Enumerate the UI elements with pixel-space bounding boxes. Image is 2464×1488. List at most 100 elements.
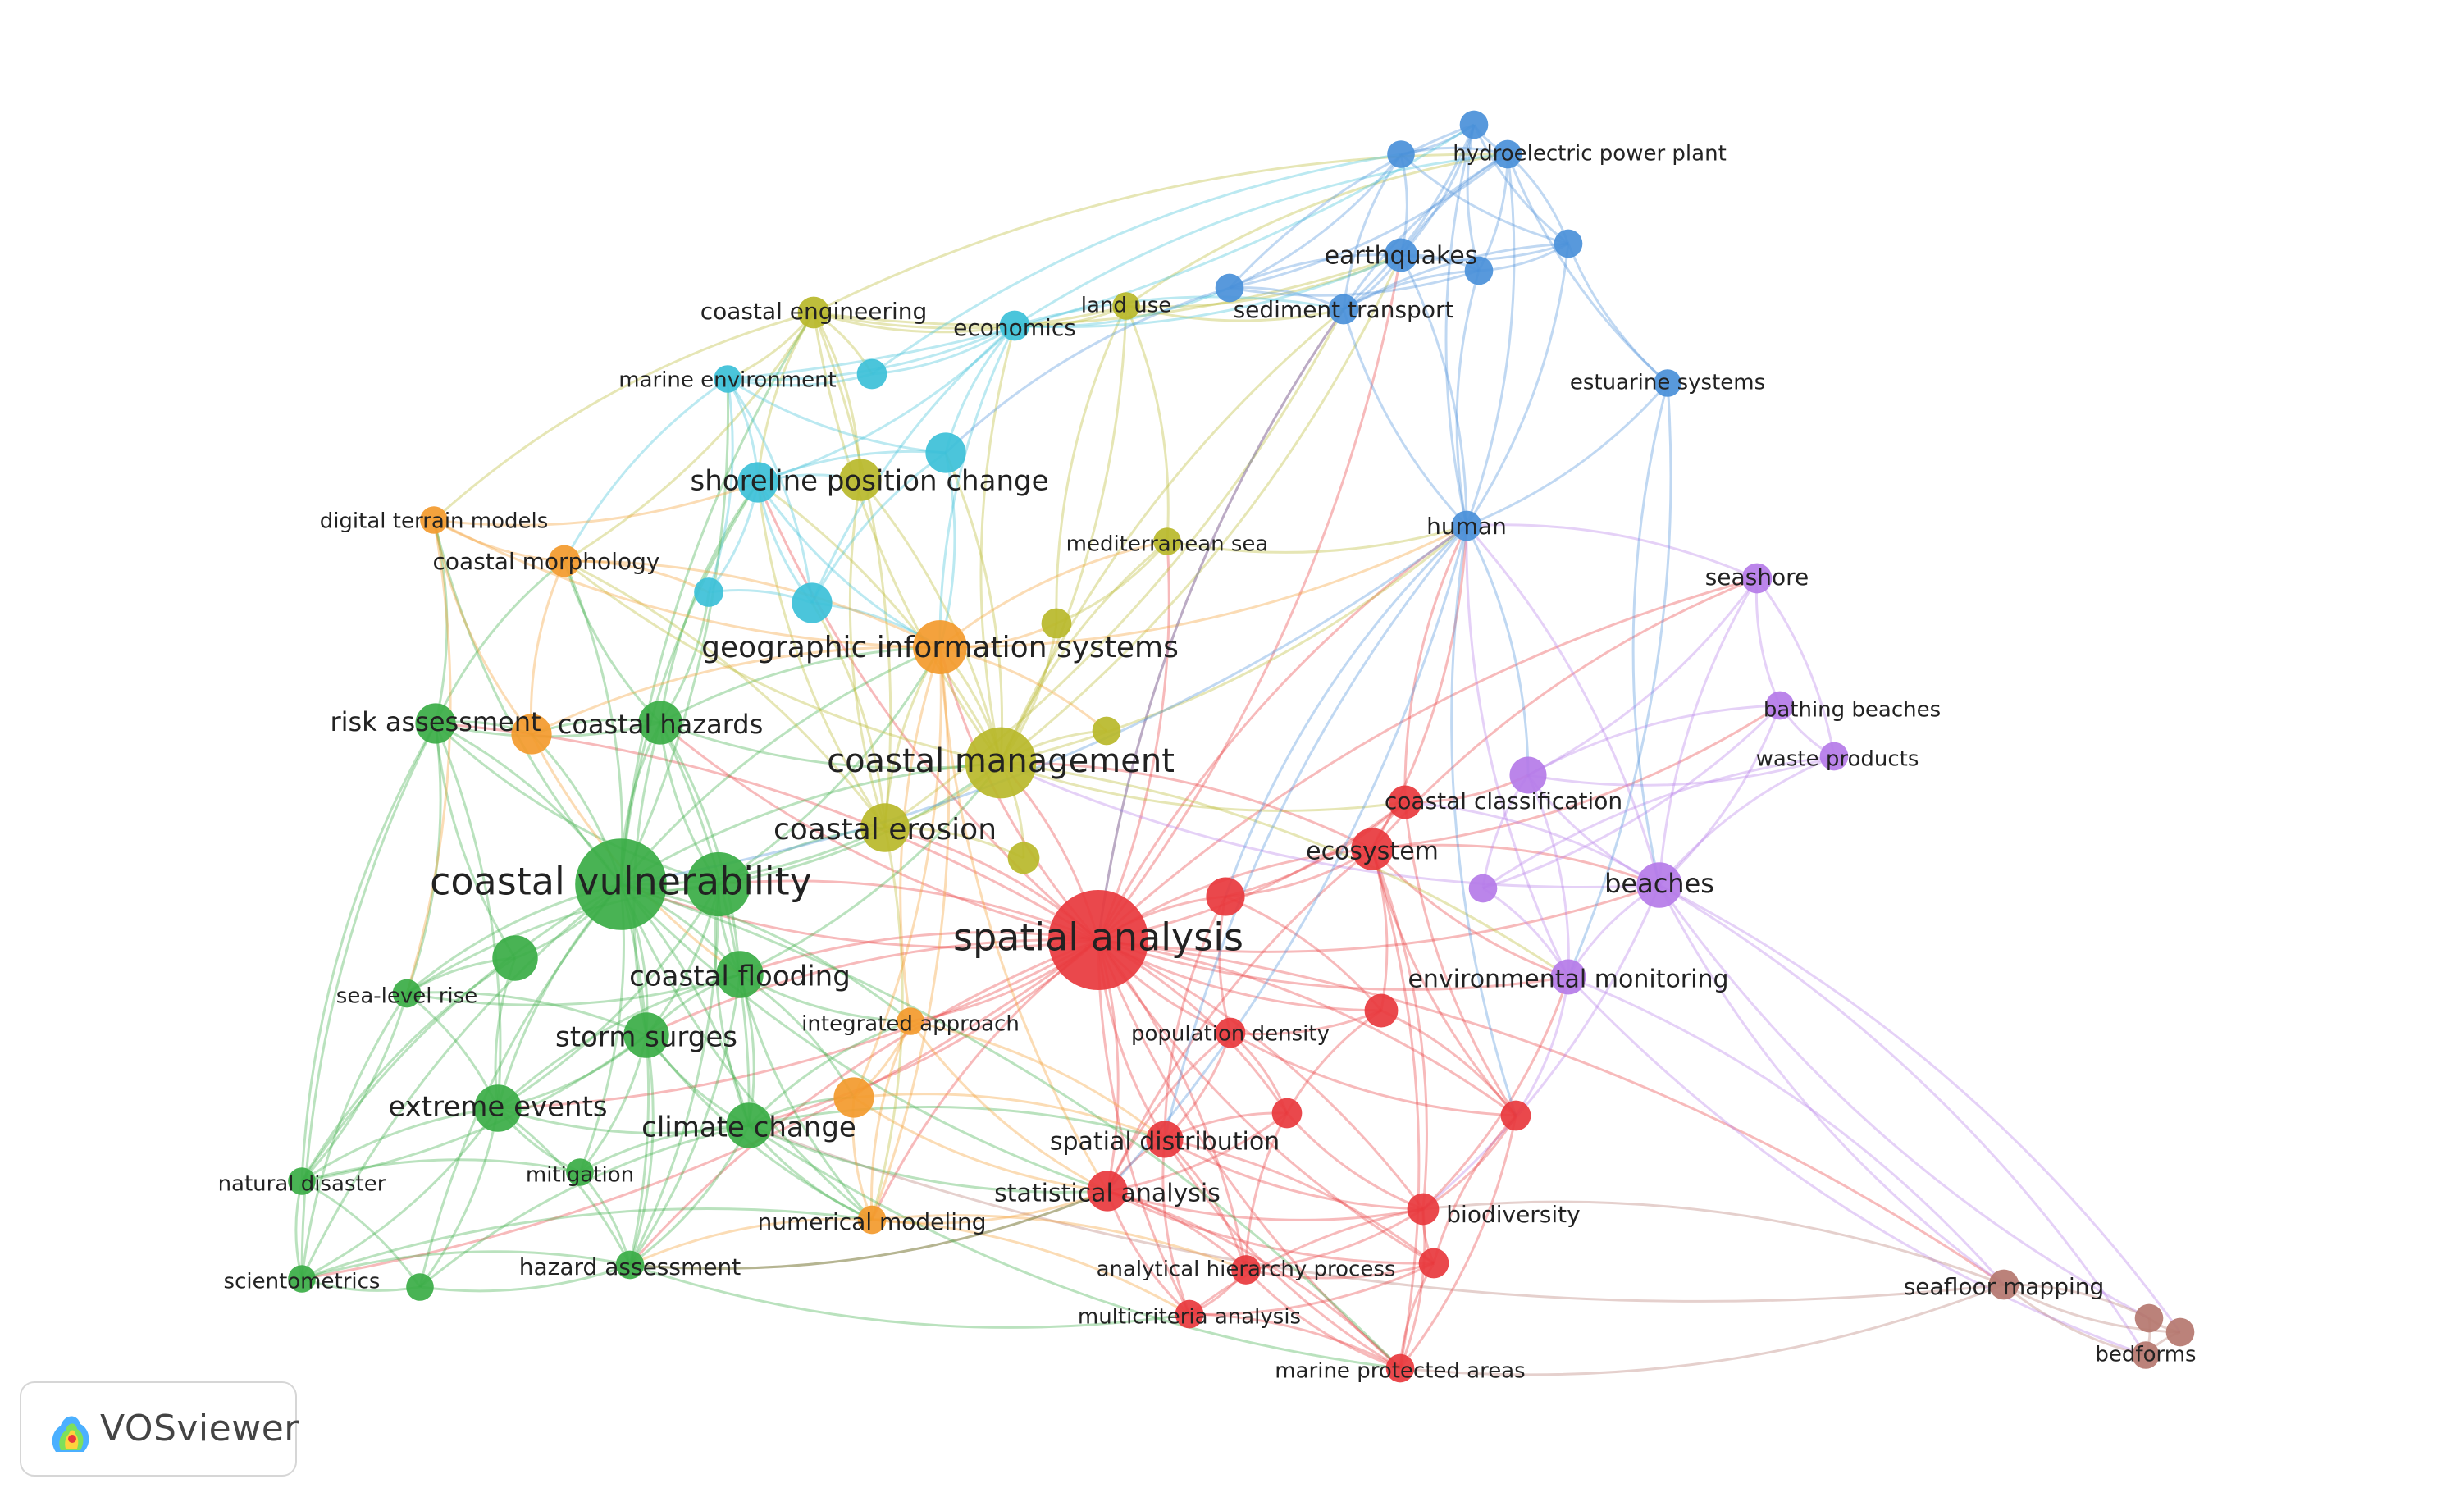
label-statistical-analysis[interactable]: statistical analysis bbox=[994, 1180, 1221, 1208]
node-estuarine-systems[interactable] bbox=[1654, 369, 1681, 397]
node-red-unl-5[interactable] bbox=[1500, 1100, 1531, 1131]
node-coastal-classification[interactable] bbox=[1388, 785, 1422, 819]
label-bedforms[interactable]: bedforms bbox=[2095, 1343, 2196, 1367]
label-sea-level-rise[interactable]: sea-level rise bbox=[336, 984, 477, 1009]
label-geographic-information-systems[interactable]: geographic information systems bbox=[701, 631, 1179, 664]
node-geographic-information-systems[interactable] bbox=[913, 620, 967, 674]
node-bathing-beaches[interactable] bbox=[1765, 691, 1795, 720]
node-coastal-hazards[interactable] bbox=[638, 701, 682, 745]
node-population-density[interactable] bbox=[1215, 1017, 1246, 1048]
node-waste-products[interactable] bbox=[1819, 742, 1849, 771]
node-blue-unl-5[interactable] bbox=[1215, 273, 1244, 303]
node-shoreline-position-change[interactable] bbox=[737, 462, 778, 503]
node-seashore[interactable] bbox=[1741, 563, 1773, 594]
node-brown-unl-2[interactable] bbox=[2165, 1317, 2195, 1347]
node-coastal-engineering[interactable] bbox=[797, 296, 830, 329]
label-coastal-vulnerability[interactable]: coastal vulnerability bbox=[430, 860, 812, 904]
label-waste-products[interactable]: waste products bbox=[1756, 747, 1919, 772]
node-environmental-monitoring[interactable] bbox=[1550, 959, 1586, 995]
label-climate-change[interactable]: climate change bbox=[641, 1111, 856, 1144]
label-digital-terrain-models[interactable]: digital terrain models bbox=[320, 509, 549, 534]
label-beaches[interactable]: beaches bbox=[1604, 868, 1714, 899]
node-green-unl-1[interactable] bbox=[686, 851, 751, 917]
node-human[interactable] bbox=[1451, 510, 1482, 541]
node-natural-disaster[interactable] bbox=[288, 1167, 316, 1195]
label-extreme-events[interactable]: extreme events bbox=[388, 1091, 607, 1124]
node-hydroelectric-power-plant[interactable] bbox=[1493, 139, 1522, 169]
node-extreme-events[interactable] bbox=[474, 1084, 522, 1132]
node-orange-unl-1[interactable] bbox=[511, 714, 552, 755]
node-analytical-hierarchy-process[interactable] bbox=[1231, 1255, 1261, 1285]
node-brown-unl-1[interactable] bbox=[2134, 1303, 2164, 1333]
node-coastal-flooding[interactable] bbox=[716, 951, 764, 998]
node-cyan-unl-3[interactable] bbox=[856, 358, 887, 390]
node-purple-unl-1[interactable] bbox=[1509, 756, 1547, 794]
node-blue-unl-3[interactable] bbox=[1554, 229, 1583, 258]
node-mitigation[interactable] bbox=[566, 1158, 594, 1186]
label-marine-protected-areas[interactable]: marine protected areas bbox=[1275, 1359, 1525, 1384]
node-statistical-analysis[interactable] bbox=[1087, 1171, 1128, 1212]
node-marine-environment[interactable] bbox=[714, 365, 741, 393]
label-coastal-management[interactable]: coastal management bbox=[827, 742, 1175, 780]
label-environmental-monitoring[interactable]: environmental monitoring bbox=[1408, 965, 1728, 994]
node-red-unl-2[interactable] bbox=[1364, 993, 1399, 1028]
label-coastal-morphology[interactable]: coastal morphology bbox=[433, 548, 660, 575]
label-coastal-engineering[interactable]: coastal engineering bbox=[700, 298, 928, 325]
label-multicriteria-analysis[interactable]: multicriteria analysis bbox=[1078, 1305, 1301, 1330]
node-sea-level-rise[interactable] bbox=[392, 979, 422, 1008]
label-ecosystem[interactable]: ecosystem bbox=[1306, 838, 1439, 866]
node-scientometrics[interactable] bbox=[288, 1265, 316, 1293]
label-earthquakes[interactable]: earthquakes bbox=[1325, 242, 1478, 271]
label-economics[interactable]: economics bbox=[953, 314, 1076, 341]
node-orange-unl-2[interactable] bbox=[833, 1077, 874, 1118]
label-estuarine-systems[interactable]: estuarine systems bbox=[1570, 371, 1765, 395]
node-numerical-modeling[interactable] bbox=[857, 1205, 887, 1235]
node-yellow-unl-4[interactable] bbox=[1092, 716, 1121, 746]
label-analytical-hierarchy-process[interactable]: analytical hierarchy process bbox=[1097, 1257, 1396, 1282]
node-risk-assessment[interactable] bbox=[415, 703, 456, 744]
node-climate-change[interactable] bbox=[726, 1102, 772, 1148]
label-spatial-distribution[interactable]: spatial distribution bbox=[1050, 1128, 1280, 1157]
label-land-use[interactable]: land use bbox=[1081, 294, 1171, 318]
node-blue-unl-1[interactable] bbox=[1459, 110, 1489, 139]
node-digital-terrain-models[interactable] bbox=[420, 506, 448, 534]
node-yellow-unl-1[interactable] bbox=[839, 459, 882, 501]
label-coastal-classification[interactable]: coastal classification bbox=[1385, 787, 1622, 815]
node-red-unl-1[interactable] bbox=[1206, 877, 1245, 916]
label-coastal-erosion[interactable]: coastal erosion bbox=[773, 813, 997, 847]
label-seashore[interactable]: seashore bbox=[1705, 564, 1809, 591]
node-beaches[interactable] bbox=[1636, 862, 1682, 908]
node-yellow-unl-3[interactable] bbox=[1041, 608, 1072, 639]
label-human[interactable]: human bbox=[1426, 513, 1507, 540]
node-biodiversity[interactable] bbox=[1407, 1193, 1440, 1226]
node-integrated-approach[interactable] bbox=[897, 1007, 924, 1035]
label-marine-environment[interactable]: marine environment bbox=[618, 368, 837, 393]
label-numerical-modeling[interactable]: numerical modeling bbox=[757, 1208, 986, 1235]
node-spatial-distribution[interactable] bbox=[1146, 1121, 1184, 1158]
node-cyan-unl-1[interactable] bbox=[925, 432, 966, 473]
node-coastal-morphology[interactable] bbox=[548, 545, 581, 577]
node-marine-protected-areas[interactable] bbox=[1385, 1353, 1415, 1383]
label-hydroelectric-power-plant[interactable]: hydroelectric power plant bbox=[1453, 142, 1727, 167]
label-natural-disaster[interactable]: natural disaster bbox=[218, 1172, 386, 1197]
label-sediment-transport[interactable]: sediment transport bbox=[1234, 296, 1454, 323]
node-blue-unl-4[interactable] bbox=[1464, 256, 1494, 285]
node-economics[interactable] bbox=[999, 310, 1030, 341]
label-integrated-approach[interactable]: integrated approach bbox=[801, 1012, 1020, 1037]
node-coastal-management[interactable] bbox=[965, 727, 1037, 799]
label-population-density[interactable]: population density bbox=[1131, 1022, 1330, 1047]
label-storm-surges[interactable]: storm surges bbox=[555, 1021, 737, 1054]
label-shoreline-position-change[interactable]: shoreline position change bbox=[691, 465, 1049, 498]
label-spatial-analysis[interactable]: spatial analysis bbox=[953, 915, 1243, 960]
label-coastal-hazards[interactable]: coastal hazards bbox=[558, 709, 764, 740]
node-storm-surges[interactable] bbox=[623, 1012, 669, 1058]
label-risk-assessment[interactable]: risk assessment bbox=[330, 706, 541, 737]
node-coastal-vulnerability[interactable] bbox=[575, 838, 667, 930]
label-seafloor-mapping[interactable]: seafloor mapping bbox=[1904, 1273, 2105, 1300]
node-multicriteria-analysis[interactable] bbox=[1175, 1299, 1204, 1329]
label-hazard-assessment[interactable]: hazard assessment bbox=[519, 1253, 741, 1280]
node-yellow-unl-2[interactable] bbox=[1007, 842, 1040, 874]
label-biodiversity[interactable]: biodiversity bbox=[1446, 1201, 1580, 1228]
